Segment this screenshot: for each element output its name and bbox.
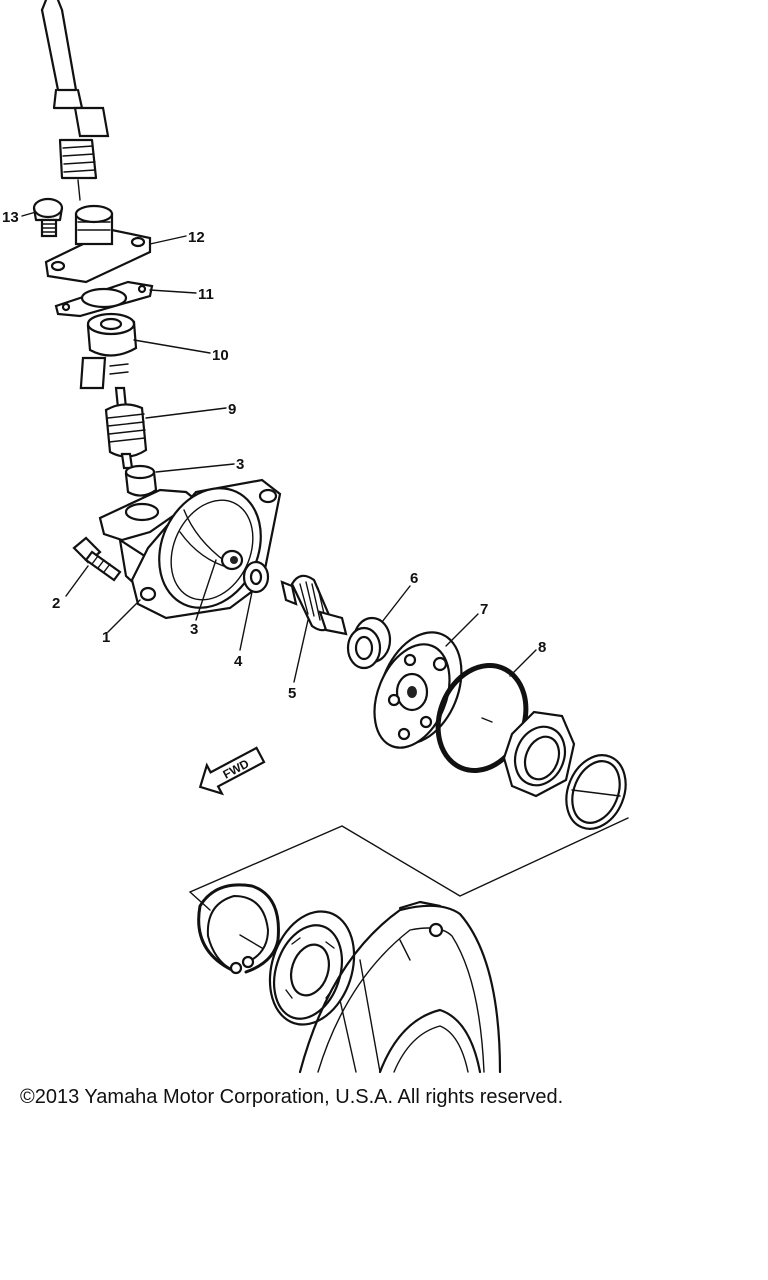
crankcase-cover (298, 900, 502, 1074)
callout-7: 7 (480, 601, 488, 618)
callout-3-upper: 3 (236, 456, 244, 473)
gear-housing-1 (98, 478, 282, 620)
callout-2: 2 (52, 595, 60, 612)
bushing-3-upper (124, 464, 158, 497)
bolt-13 (32, 197, 64, 238)
callout-labels: 13 12 11 10 9 3 2 1 3 4 5 6 7 8 (2, 209, 546, 702)
callout-3-lower: 3 (190, 621, 198, 638)
callout-1: 1 (102, 629, 110, 646)
cable-joint-12 (44, 204, 152, 284)
guide-outline (189, 817, 629, 911)
callout-6: 6 (410, 570, 418, 587)
plain-washer (565, 754, 627, 830)
ball-bearing (268, 910, 356, 1026)
speedometer-cable (40, 0, 110, 201)
callout-5: 5 (288, 685, 296, 702)
gasket-11 (54, 280, 154, 318)
callout-9: 9 (228, 401, 236, 418)
exploded-parts-diagram: FWD (2, 0, 629, 1074)
drive-gear-shaft-9 (79, 356, 148, 470)
callout-13: 13 (2, 209, 19, 226)
callout-8: 8 (538, 639, 546, 656)
callout-12: 12 (188, 229, 205, 246)
hex-nut (502, 710, 576, 798)
washer-4 (242, 560, 270, 594)
oil-seal-6 (346, 616, 392, 670)
fwd-arrow-icon: FWD (198, 746, 266, 796)
circlip (197, 883, 280, 975)
leader-lines (21, 211, 537, 683)
copyright-notice: ©2013 Yamaha Motor Corporation, U.S.A. A… (20, 1086, 564, 1108)
callout-10: 10 (212, 347, 229, 364)
bolt-2 (72, 536, 122, 582)
callout-4: 4 (234, 653, 243, 670)
driven-gear-5 (280, 574, 348, 636)
bushing-10 (86, 312, 138, 357)
callout-11: 11 (198, 286, 214, 303)
